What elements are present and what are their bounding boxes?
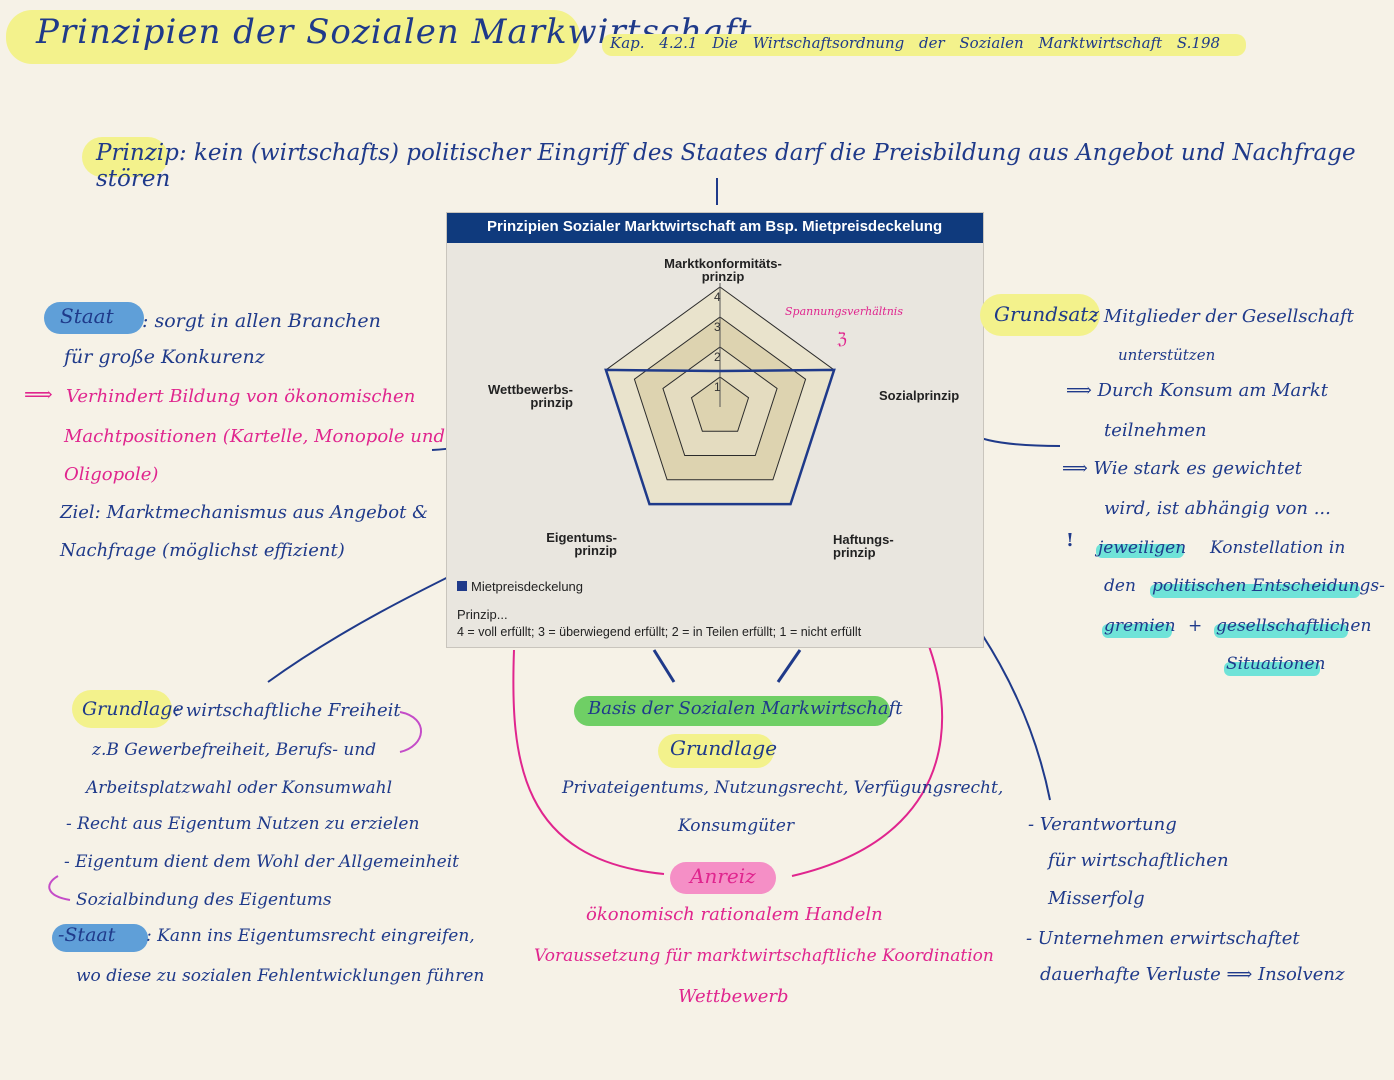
staat-label: Staat <box>60 304 114 328</box>
verantwortung-line3: Misserfolg <box>1048 888 1145 909</box>
cyan-highlight-1 <box>1096 544 1184 558</box>
grundsatz-cyan5: Situationen <box>1226 654 1326 674</box>
staat-pink2: Machtpositionen (Kartelle, Monopole und <box>64 426 446 447</box>
grundsatz-cyan2: politischen Entscheidungs- <box>1152 576 1385 596</box>
grundlage-line8: wo diese zu sozialen Fehlentwicklungen f… <box>76 966 485 986</box>
spannungsverhaeltnis-annotation: Spannungsverhältnis <box>785 305 903 318</box>
grundlage-center-highlight <box>658 734 774 768</box>
grundsatz-line4: teilnehmen <box>1104 420 1207 441</box>
verantwortung-line5: dauerhafte Verluste ⟹ Insolvenz <box>1040 964 1345 985</box>
plus-sign: + <box>1188 616 1203 636</box>
axis-label-top-line1: Marktkonformitäts- <box>664 256 782 271</box>
anreiz-line1: ökonomisch rationalem Handeln <box>586 904 883 925</box>
grundlage-center-label: Grundlage <box>670 736 778 760</box>
axis-label-br-line1: Haftungs- <box>833 532 894 547</box>
grundsatz-cyan4: gesellschaftlichen <box>1216 616 1372 636</box>
chapter-highlight <box>602 34 1246 56</box>
grundsatz-cyan1: jeweiligen <box>1098 538 1187 558</box>
cyan-highlight-2 <box>1150 584 1360 598</box>
basis-label: Basis der Sozialen Markwirtschaft <box>588 698 903 719</box>
title-highlight <box>6 10 580 64</box>
prinzip-statement: Prinzip: kein (wirtschafts) politischer … <box>96 140 1394 192</box>
grundsatz-line1: : Mitglieder der Gesellschaft <box>1092 306 1354 327</box>
grundsatz-cyan3: gremien <box>1104 616 1176 636</box>
arrow-icon: ⟹ <box>24 382 53 406</box>
grundsatz-line2: unterstützen <box>1118 346 1216 364</box>
prinzip-text: : kein (wirtschafts) politischer Eingrif… <box>96 140 1356 192</box>
grundsatz-highlight <box>980 294 1100 336</box>
axis-label-sozial: Sozialprinzip <box>879 388 960 403</box>
legend-swatch <box>457 581 467 591</box>
cyan-highlight-4 <box>1214 624 1348 638</box>
prinzip-highlight <box>82 137 168 177</box>
grundlage-line3: Arbeitsplatzwahl oder Konsumwahl <box>86 778 393 798</box>
cyan-highlight-5 <box>1224 662 1320 676</box>
axis-label-left-line2: prinzip <box>530 395 573 410</box>
chart-note-line2: 4 = voll erfüllt; 3 = überwiegend erfüll… <box>457 625 862 639</box>
radar-tick-3: 3 <box>714 320 721 334</box>
staat2-highlight <box>52 924 148 952</box>
cyan-highlight-3 <box>1102 624 1172 638</box>
verantwortung-line2: für wirtschaftlichen <box>1048 850 1229 871</box>
grundsatz-line3: ⟹ Durch Konsum am Markt <box>1066 380 1328 401</box>
staat-line1: : sorgt in allen Branchen <box>142 310 381 332</box>
anreiz-label: Anreiz <box>690 864 756 888</box>
ziel-line2: Nachfrage (möglichst effizient) <box>60 540 345 561</box>
axis-label-left-line1: Wettbewerbs- <box>488 382 573 397</box>
axis-label-marktkonformitaet: Marktkonformitäts- prinzip <box>643 257 803 283</box>
radar-series-0 <box>604 368 836 506</box>
chart-title: Prinzipien Sozialer Marktwirtschaft am B… <box>487 218 943 235</box>
radar-tick-2: 2 <box>714 350 721 364</box>
staat-pink1: Verhindert Bildung von ökonomischen <box>66 386 416 407</box>
chart-header: Prinzipien Sozialer Marktwirtschaft am B… <box>447 213 983 243</box>
grundsatz-line7: Konstellation in <box>1210 538 1346 558</box>
grundsatz-line6: wird, ist abhängig von ... <box>1104 498 1331 519</box>
axis-label-wettbewerb: Wettbewerbs- prinzip <box>453 383 573 409</box>
grundsatz-line8a: den <box>1104 576 1136 596</box>
axis-label-bl-line2: prinzip <box>574 543 617 558</box>
radar-chart-panel: Prinzipien Sozialer Marktwirtschaft am B… <box>446 212 984 648</box>
radar-tick-1: 1 <box>714 380 721 394</box>
spannungsverhaeltnis-mark: ℨ <box>837 329 847 348</box>
axis-label-bl-line1: Eigentums- <box>546 530 617 545</box>
axis-label-top-line2: prinzip <box>701 269 745 284</box>
grundsatz-line5: ⟹ Wie stark es gewichtet <box>1062 458 1303 479</box>
exclamation-mark: ! <box>1066 530 1074 551</box>
grundlage-highlight <box>72 690 172 728</box>
basis-highlight <box>574 696 890 726</box>
radar-tick-4: 4 <box>714 290 721 304</box>
anreiz-line2: Voraussetzung für marktwirtschaftliche K… <box>534 946 994 966</box>
grundlage-line4: - Recht aus Eigentum Nutzen zu erzielen <box>66 814 420 834</box>
grundlage-line1: : wirtschaftliche Freiheit <box>174 700 401 721</box>
staat-highlight <box>44 302 144 334</box>
basis-line2: Konsumgüter <box>678 816 795 836</box>
staat-line2: für große Konkurenz <box>64 346 265 368</box>
grundlage-line7: : Kann ins Eigentumsrecht eingreifen, <box>146 926 475 946</box>
prinzip-label: Prinzip <box>96 140 179 166</box>
chart-note-line1: Prinzip... <box>457 607 508 622</box>
staat2-label: -Staat <box>58 924 116 946</box>
chapter-reference: Kap. 4.2.1 Die Wirtschaftsordnung der So… <box>610 34 1221 52</box>
verantwortung-line1: - Verantwortung <box>1028 814 1177 835</box>
grundlage-label: Grundlage <box>82 698 184 720</box>
radar-plot: 1 2 3 4 <box>604 283 836 506</box>
grundlage-line5: - Eigentum dient dem Wohl der Allgemeinh… <box>64 852 459 872</box>
axis-label-eigentum: Eigentums- prinzip <box>517 531 617 557</box>
grundsatz-label: Grundsatz <box>994 302 1099 326</box>
axis-label-br-line2: prinzip <box>833 545 876 560</box>
anreiz-highlight <box>670 862 776 894</box>
anreiz-line3: Wettbewerb <box>678 986 789 1007</box>
grundlage-line2: z.B Gewerbefreiheit, Berufs- und <box>92 740 377 760</box>
axis-label-haftung: Haftungs- prinzip <box>833 533 933 559</box>
grundlage-line6: Sozialbindung des Eigentums <box>76 890 332 910</box>
verantwortung-line4: - Unternehmen erwirtschaftet <box>1026 928 1300 949</box>
staat-pink3: Oligopole) <box>64 464 159 485</box>
ziel-line1: Ziel: Marktmechanismus aus Angebot & <box>60 502 429 523</box>
chart-legend: Mietpreisdeckelung <box>457 579 583 594</box>
legend-label: Mietpreisdeckelung <box>471 579 584 594</box>
basis-line1: Privateigentums, Nutzungsrecht, Verfügun… <box>562 778 1004 798</box>
